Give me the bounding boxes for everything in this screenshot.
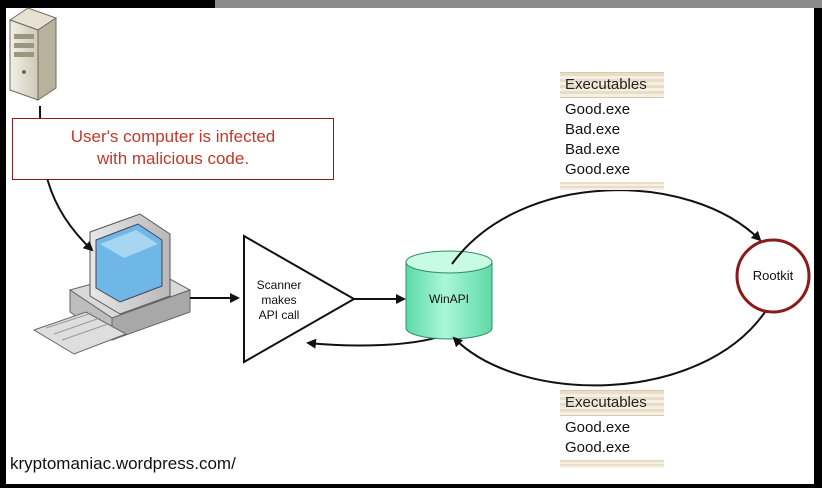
winapi-to-rootkit-arrow	[451, 189, 762, 265]
executable-item: Bad.exe	[565, 121, 621, 138]
executable-item: Bad.exe	[565, 141, 621, 158]
executable-item: Good.exe	[565, 101, 631, 118]
rootkit-circle	[735, 238, 811, 314]
winapi-cylinder	[405, 250, 493, 340]
winapi-label: WinAPI	[428, 292, 469, 306]
executable-item: Good.exe	[565, 161, 631, 178]
scanner-triangle	[243, 234, 357, 364]
executables-list-bottom: Executables Good.exe Good.exe	[560, 390, 664, 468]
executables-header-bottom: Executables	[560, 390, 664, 416]
rootkit-label: Rootkit	[752, 268, 794, 283]
executables-footer-top	[560, 182, 664, 190]
callout-line-2: with malicious code.	[96, 149, 250, 168]
executable-item: Good.exe	[565, 419, 631, 436]
rootkit-to-winapi-arrow	[452, 311, 766, 387]
desktop-computer-icon	[32, 213, 192, 355]
left-frame	[0, 0, 6, 488]
executables-header-top: Executables	[560, 72, 664, 98]
executables-footer-bottom	[560, 460, 664, 468]
scanner-label: Scanner makes API call	[247, 278, 311, 323]
executable-item: Good.exe	[565, 439, 631, 456]
source-caption: kryptomaniac.wordpress.com/	[10, 454, 236, 473]
bottom-frame	[0, 484, 822, 488]
infection-callout: User's computer is infected with malicio…	[12, 118, 334, 180]
callout-line-1: User's computer is infected	[70, 127, 276, 146]
right-frame	[814, 0, 822, 488]
server-icon	[8, 7, 58, 101]
top-frame-dark	[0, 0, 215, 8]
scanner-label-line-2: makes	[261, 293, 297, 307]
executables-list-top: Executables Good.exe Bad.exe Bad.exe Goo…	[560, 72, 664, 190]
top-frame-gray	[215, 0, 822, 8]
scanner-label-line-3: API call	[258, 308, 300, 322]
scanner-label-line-1: Scanner	[256, 278, 302, 292]
